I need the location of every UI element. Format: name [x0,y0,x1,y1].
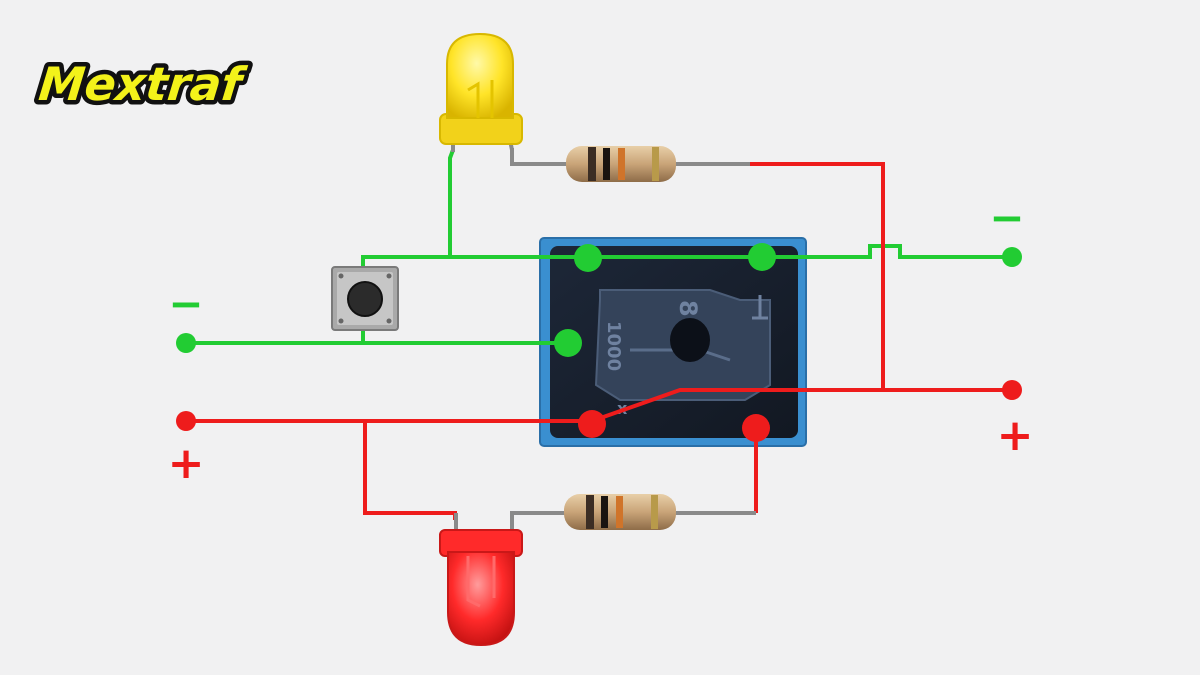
resistor-bottom [510,494,756,530]
relay-pin-coil-top-right [748,243,776,271]
resistor-band [601,496,608,528]
wire-top-bus [361,244,1012,282]
terminal-right-negative[interactable] [1002,247,1022,267]
resistor-band [603,148,610,180]
yellow-led-dome [446,32,514,119]
red-led [439,513,523,647]
resistor-band [616,496,623,528]
yellow-led [439,32,523,152]
push-button-cap[interactable] [347,281,383,317]
wire-yellow-led-cathode [448,149,455,257]
brand-logo: Mextraf Mextraf [32,53,254,116]
relay-pin-switch-left [578,410,606,438]
resistor-top [510,146,750,182]
relay-coil-mark [752,295,768,320]
sign-left-positive: + [168,438,205,489]
negative-wires [186,149,1012,345]
push-button-screw [338,273,344,279]
wire-red-led-anode [363,421,457,520]
relay-pin-coil-top-left [574,244,602,272]
terminal-left-negative[interactable] [176,333,196,353]
yellow-led-anvil [467,81,480,118]
brand-logo-text: Mextraf [36,57,249,111]
relay-pin-switch-right [742,414,770,442]
brand-logo-outline: Mextraf [36,57,249,111]
relay-marking-number: 8 [674,300,702,317]
push-button-screw [386,318,392,324]
resistor-band [652,147,659,181]
polarity-signs: − + − + [168,193,1034,489]
sign-right-negative: − [989,193,1024,242]
sign-left-negative: − [168,279,203,328]
terminal-dots [176,243,1022,442]
push-button-screw [386,273,392,279]
wire-relay-switch [591,388,1012,423]
resistor-band [588,147,596,181]
red-led-dome [447,551,515,647]
positive-wires [186,162,1012,520]
terminal-left-positive[interactable] [176,411,196,431]
resistor-band [586,495,594,529]
relay-pin-common-left [554,329,582,357]
push-button[interactable] [331,266,399,331]
resistor-band [618,148,625,180]
relay-marking-code: 1000 [603,321,624,371]
push-button-screw [338,318,344,324]
terminal-right-positive[interactable] [1002,380,1022,400]
sign-right-positive: + [997,410,1034,461]
red-led-anvil [466,556,481,608]
relay-hole [670,318,710,362]
resistor-band [651,495,658,529]
wire-top-resistor-feed [750,162,885,390]
relay: 8 1000 x [539,237,807,447]
